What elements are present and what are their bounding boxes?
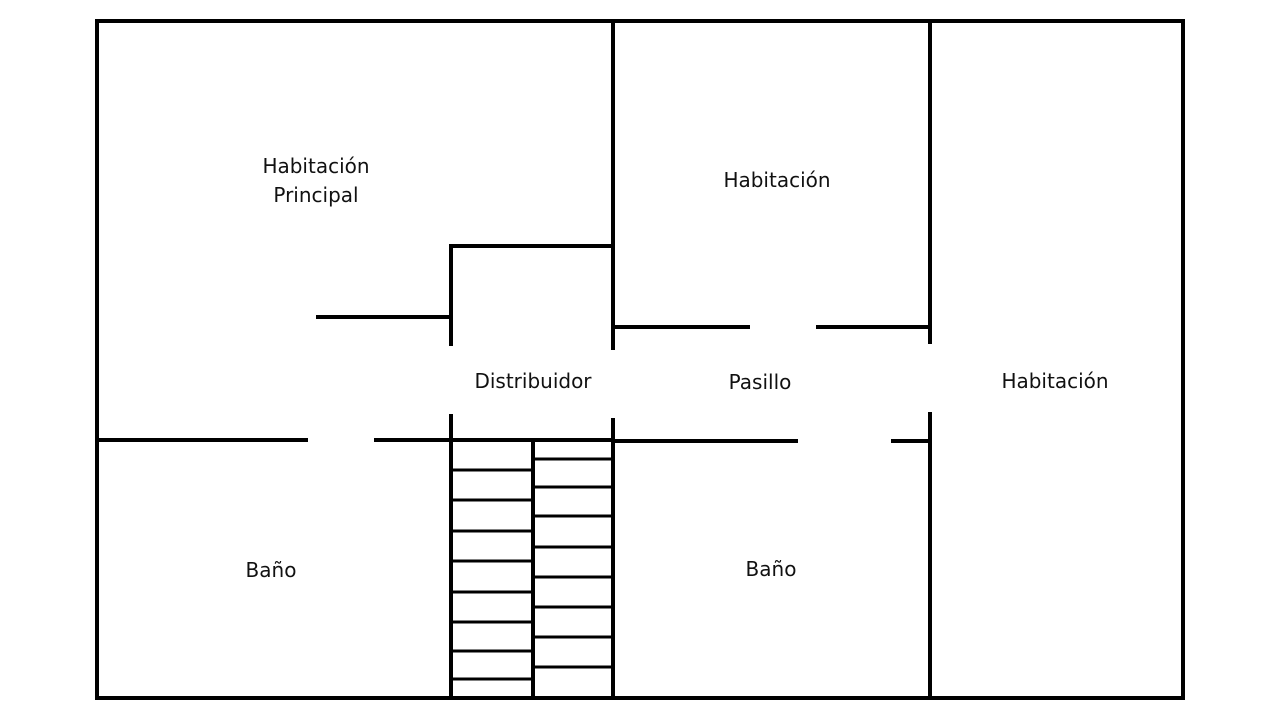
outer-wall — [95, 19, 1185, 700]
label-bathroom-left: Baño — [246, 558, 297, 582]
outer-walls — [95, 19, 1185, 700]
label-landing: Distribuidor — [474, 369, 592, 393]
label-hallway: Pasillo — [729, 370, 792, 394]
label-bedroom-top: Habitación — [723, 168, 830, 192]
interior-walls — [95, 19, 932, 700]
room-labels: Habitación Principal Habitación Habitaci… — [246, 154, 1109, 582]
stair-treads-left — [451, 468, 533, 681]
staircase — [451, 438, 613, 700]
label-bathroom-right: Baño — [746, 557, 797, 581]
label-bedroom-right: Habitación — [1001, 369, 1108, 393]
stair-treads-right — [533, 457, 613, 669]
label-master-bedroom-line2: Principal — [273, 183, 358, 207]
label-master-bedroom-line1: Habitación — [262, 154, 369, 178]
